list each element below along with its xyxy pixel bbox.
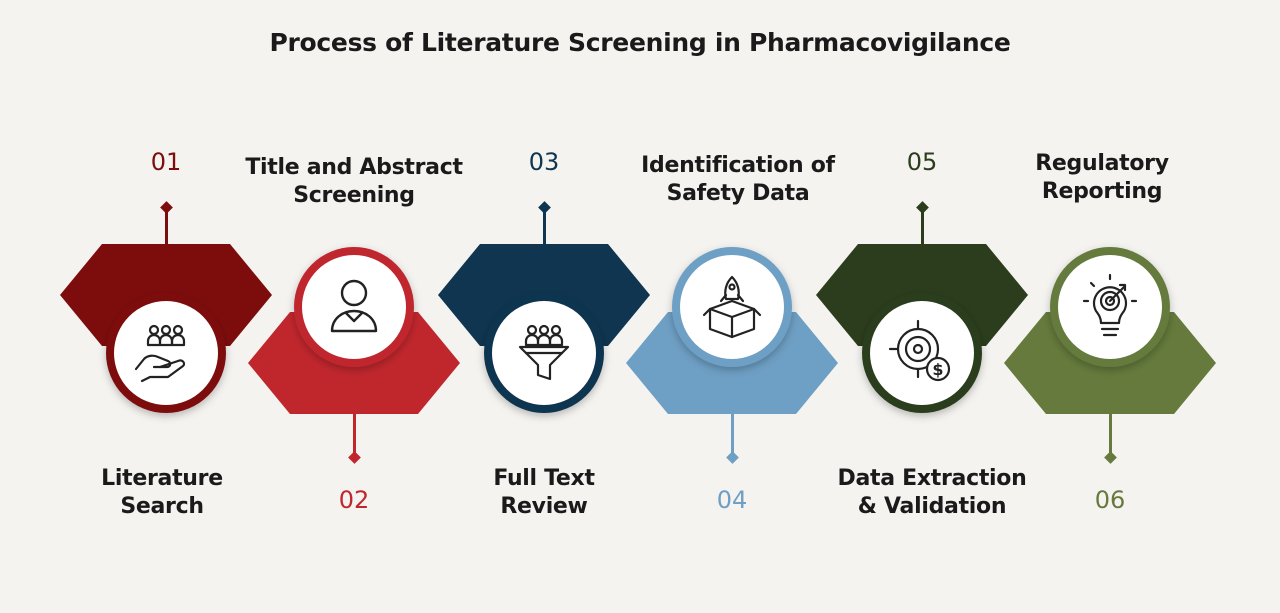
step-4-label: Identification of Safety Data: [641, 153, 835, 206]
step-5-stem: [921, 208, 924, 246]
step-3-stem: [543, 208, 546, 246]
step-6-label: Regulatory Reporting: [1035, 151, 1169, 204]
step-4-number: 04: [716, 486, 748, 514]
step-6-number: 06: [1094, 486, 1126, 514]
hand-people-icon: [130, 317, 202, 389]
step-2-label: Title and Abstract Screening: [245, 155, 463, 208]
person-icon: [318, 271, 390, 343]
step-2-number: 02: [338, 486, 370, 514]
step-1-stem: [165, 208, 168, 246]
svg-text:$: $: [932, 360, 943, 379]
step-2-stem: [353, 414, 356, 456]
step-4-stem: [731, 414, 734, 456]
rocket-box-icon: [696, 271, 768, 343]
funnel-people-icon: [508, 317, 580, 389]
page-title: Process of Literature Screening in Pharm…: [269, 28, 1011, 57]
step-1-label: Literature Search: [101, 466, 223, 519]
step-3-label: Full Text Review: [493, 466, 595, 519]
step-5-label: Data Extraction & Validation: [837, 466, 1027, 519]
target-dollar-icon: $: [886, 317, 958, 389]
step-5-number: 05: [906, 148, 938, 176]
bulb-target-icon: [1074, 271, 1146, 343]
step-6-stem: [1109, 414, 1112, 456]
step-3-number: 03: [528, 148, 560, 176]
step-1-number: 01: [150, 148, 182, 176]
